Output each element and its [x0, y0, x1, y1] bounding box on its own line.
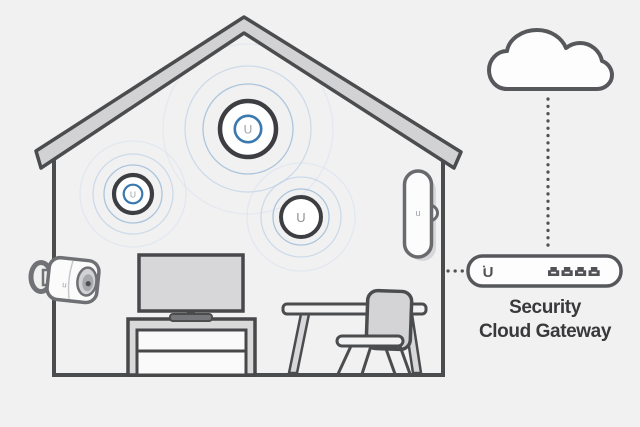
access-point-small: U	[279, 195, 323, 239]
logo-dot	[483, 265, 485, 268]
chair	[335, 288, 414, 375]
ethernet-port-icon	[548, 267, 560, 276]
tv	[137, 253, 245, 322]
ethernet-port-icon	[588, 267, 600, 276]
tv-stand	[126, 317, 257, 377]
chair-legs	[336, 345, 412, 375]
chair-seat	[335, 334, 405, 348]
security-camera: u	[28, 255, 101, 305]
access-point-large: U	[217, 98, 279, 160]
tv-base	[169, 313, 213, 322]
ethernet-ports	[548, 267, 600, 276]
access-point-medium: U	[111, 172, 155, 216]
wifi-waves	[79, 43, 356, 272]
cloud-icon	[487, 28, 614, 91]
cloud-gateway-device: U	[466, 254, 623, 288]
ubiquiti-logo-icon: U	[296, 210, 305, 225]
ubiquiti-logo-icon: u	[62, 280, 67, 289]
ap-accent-ring	[233, 114, 263, 144]
wall-sensor: u	[402, 169, 439, 261]
ap-accent-ring	[122, 183, 144, 205]
gateway-label: Security Cloud Gateway	[479, 297, 612, 342]
ubiquiti-logo-icon: U	[244, 123, 253, 137]
ubiquiti-logo-icon: U	[130, 189, 136, 199]
house-roof	[34, 15, 463, 170]
ethernet-port-icon	[575, 267, 587, 276]
gateway-chassis	[466, 254, 623, 288]
ethernet-port-icon	[561, 267, 573, 276]
gateway-label-line2: Cloud Gateway	[479, 321, 612, 342]
camera-body: u	[45, 255, 101, 305]
wall-sensor-body	[402, 169, 434, 259]
ubiquiti-logo-icon: u	[415, 208, 420, 218]
ubiquiti-logo-icon: U	[483, 264, 494, 281]
tv-screen	[137, 253, 245, 313]
gateway-label-line1: Security	[509, 297, 582, 318]
